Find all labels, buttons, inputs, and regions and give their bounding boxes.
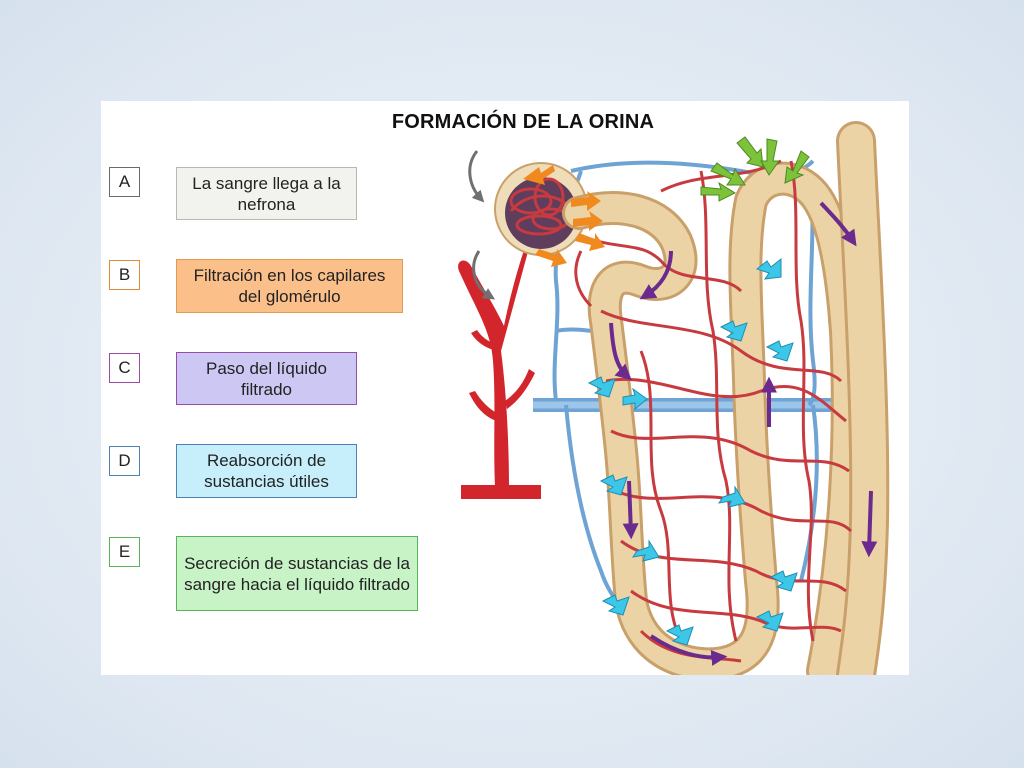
- filtration-arrows: [523, 165, 605, 267]
- legend-letter-e: E: [109, 537, 140, 567]
- legend-text-c: Paso del líquido filtrado: [176, 352, 357, 405]
- secretion-arrows: [700, 136, 810, 202]
- legend-text-a: La sangre llega a la nefrona: [176, 167, 357, 220]
- fluid-flow-arrows: [609, 201, 878, 666]
- nephron-diagram: [458, 121, 890, 675]
- legend-letter-c: C: [109, 353, 140, 383]
- page-title: FORMACIÓN DE LA ORINA: [391, 111, 655, 133]
- reabsorption-arrows: [587, 257, 798, 646]
- capillary-network: [574, 159, 853, 663]
- legend-letter-d: D: [109, 446, 140, 476]
- nephron-tubule: [562, 121, 890, 675]
- legend-text-d: Reabsorción de sustancias útiles: [176, 444, 357, 498]
- legend-text-e: Secreción de sustancias de la sangre hac…: [176, 536, 418, 611]
- legend-text-b: Filtración en los capilares del glomérul…: [176, 259, 403, 313]
- blood-flow-arrows: [468, 150, 496, 300]
- legend-letter-b: B: [109, 260, 140, 290]
- slide: FORMACIÓN DE LA ORINA A La sangre llega …: [101, 101, 909, 675]
- legend-letter-a: A: [109, 167, 140, 197]
